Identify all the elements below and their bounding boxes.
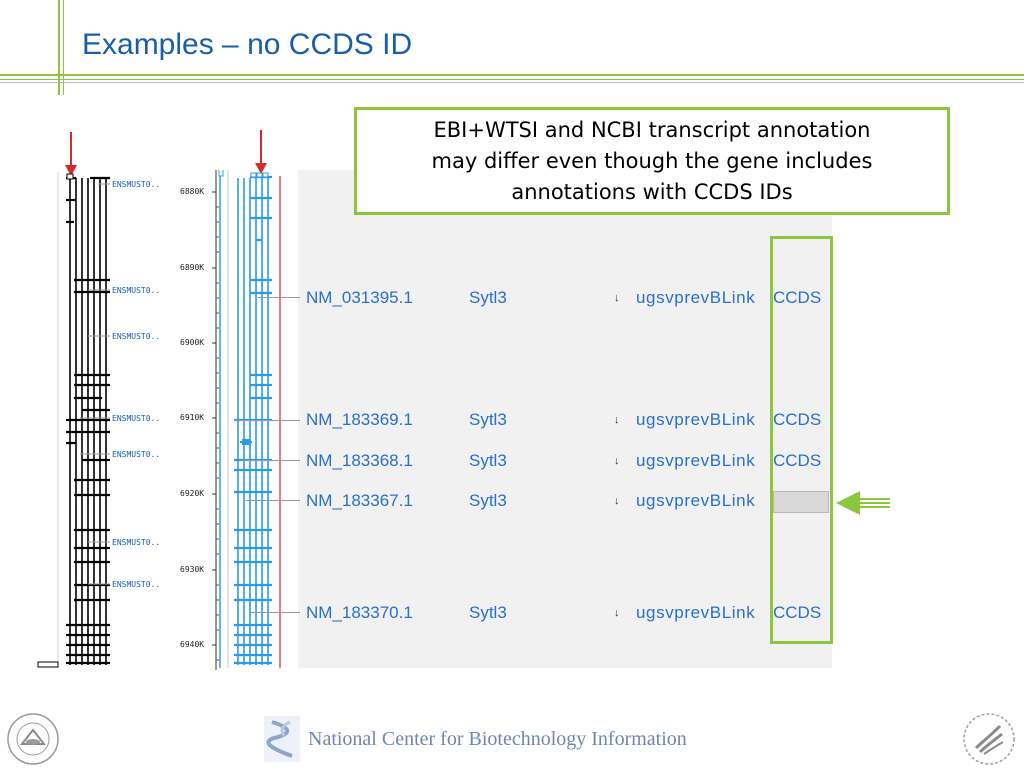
ruler-tick-label: 6940K bbox=[180, 640, 205, 649]
red-down-arrow-icon bbox=[255, 130, 267, 174]
footer-org-name: National Center for Biotechnology Inform… bbox=[308, 728, 687, 750]
strand-arrow-icon: ↓ bbox=[614, 495, 620, 507]
hhs-eagle-icon bbox=[963, 713, 1015, 765]
transcript-accession-link[interactable]: NM_183370.1 bbox=[306, 603, 413, 622]
callout-line-3: annotations with CCDS IDs bbox=[511, 180, 793, 204]
transcript-accession-link[interactable]: NM_183369.1 bbox=[306, 410, 413, 429]
transcript-accession-link[interactable]: NM_031395.1 bbox=[306, 288, 413, 307]
header-vertical-bar-2 bbox=[63, 0, 64, 95]
gene-symbol-link[interactable]: Sytl3 bbox=[469, 451, 507, 470]
missing-ccds-cell bbox=[773, 491, 829, 513]
coordinate-ruler bbox=[212, 170, 219, 670]
transcript-accession-link[interactable]: NM_183367.1 bbox=[306, 491, 413, 510]
external-links[interactable]: ugsvprevBLink bbox=[636, 451, 756, 470]
ccds-link[interactable]: CCDS bbox=[773, 603, 822, 622]
external-links[interactable]: ugsvprevBLink bbox=[636, 410, 756, 429]
slide-title: Examples – no CCDS ID bbox=[82, 28, 413, 61]
external-links[interactable]: ugsvprevBLink bbox=[636, 288, 756, 307]
row-leader-line bbox=[258, 297, 300, 298]
ensembl-transcript-label[interactable]: ENSMUST0.. bbox=[112, 414, 161, 423]
ensembl-transcript-label[interactable]: ENSMUST0.. bbox=[112, 450, 161, 459]
row-leader-line bbox=[242, 460, 300, 461]
ccds-link[interactable]: CCDS bbox=[773, 410, 822, 429]
callout-line-1: EBI+WTSI and NCBI transcript annotation bbox=[433, 118, 871, 142]
results-panel bbox=[298, 170, 832, 668]
callout-line-2: may differ even though the gene includes bbox=[431, 149, 873, 173]
external-links[interactable]: ugsvprevBLink bbox=[636, 603, 756, 622]
transcript-accession-link[interactable]: NM_183368.1 bbox=[306, 451, 413, 470]
ruler-tick-label: 6890K bbox=[180, 263, 205, 272]
strand-arrow-icon: ↓ bbox=[614, 607, 620, 619]
gene-symbol-link[interactable]: Sytl3 bbox=[469, 603, 507, 622]
strand-arrow-icon: ↓ bbox=[614, 292, 620, 304]
green-left-arrow-icon bbox=[836, 491, 890, 515]
ccds-link[interactable]: CCDS bbox=[773, 288, 822, 307]
strand-arrow-icon: ↓ bbox=[614, 414, 620, 426]
ensembl-transcript-label[interactable]: ENSMUST0.. bbox=[112, 332, 161, 341]
header-horizontal-rule-gray bbox=[0, 82, 1024, 83]
ruler-tick-label: 6930K bbox=[180, 565, 205, 574]
nih-seal-icon bbox=[7, 713, 59, 765]
ccds-link[interactable]: CCDS bbox=[773, 451, 822, 470]
ruler-tick-label: 6900K bbox=[180, 338, 205, 347]
header-vertical-bar bbox=[58, 0, 60, 95]
annotation-callout: EBI+WTSI and NCBI transcript annotation … bbox=[354, 107, 950, 215]
header-horizontal-rule bbox=[0, 74, 1024, 76]
ncbi-helix-icon bbox=[264, 716, 300, 762]
strand-arrow-icon: ↓ bbox=[614, 455, 620, 467]
gene-symbol-link[interactable]: Sytl3 bbox=[469, 410, 507, 429]
ensembl-transcript-label[interactable]: ENSMUST0.. bbox=[112, 180, 161, 189]
external-links[interactable]: ugsvprevBLink bbox=[636, 491, 756, 510]
ruler-tick-label: 6910K bbox=[180, 413, 205, 422]
gene-symbol-link[interactable]: Sytl3 bbox=[469, 288, 507, 307]
row-leader-line bbox=[234, 420, 300, 421]
ensembl-transcript-label[interactable]: ENSMUST0.. bbox=[112, 286, 161, 295]
ensembl-transcript-label[interactable]: ENSMUST0.. bbox=[112, 580, 161, 589]
ccds-column-highlight bbox=[770, 236, 833, 644]
ensembl-transcript-label[interactable]: ENSMUST0.. bbox=[112, 538, 161, 547]
ruler-tick-label: 6880K bbox=[180, 187, 205, 196]
red-down-arrow-icon bbox=[65, 132, 77, 176]
row-leader-line bbox=[246, 500, 300, 501]
ncbi-transcript-track bbox=[218, 170, 281, 668]
header-horizontal-rule-2 bbox=[0, 79, 1024, 80]
ruler-tick-label: 6920K bbox=[180, 489, 205, 498]
row-leader-line bbox=[250, 612, 300, 613]
gene-symbol-link[interactable]: Sytl3 bbox=[469, 491, 507, 510]
ensembl-transcript-track bbox=[37, 172, 110, 668]
